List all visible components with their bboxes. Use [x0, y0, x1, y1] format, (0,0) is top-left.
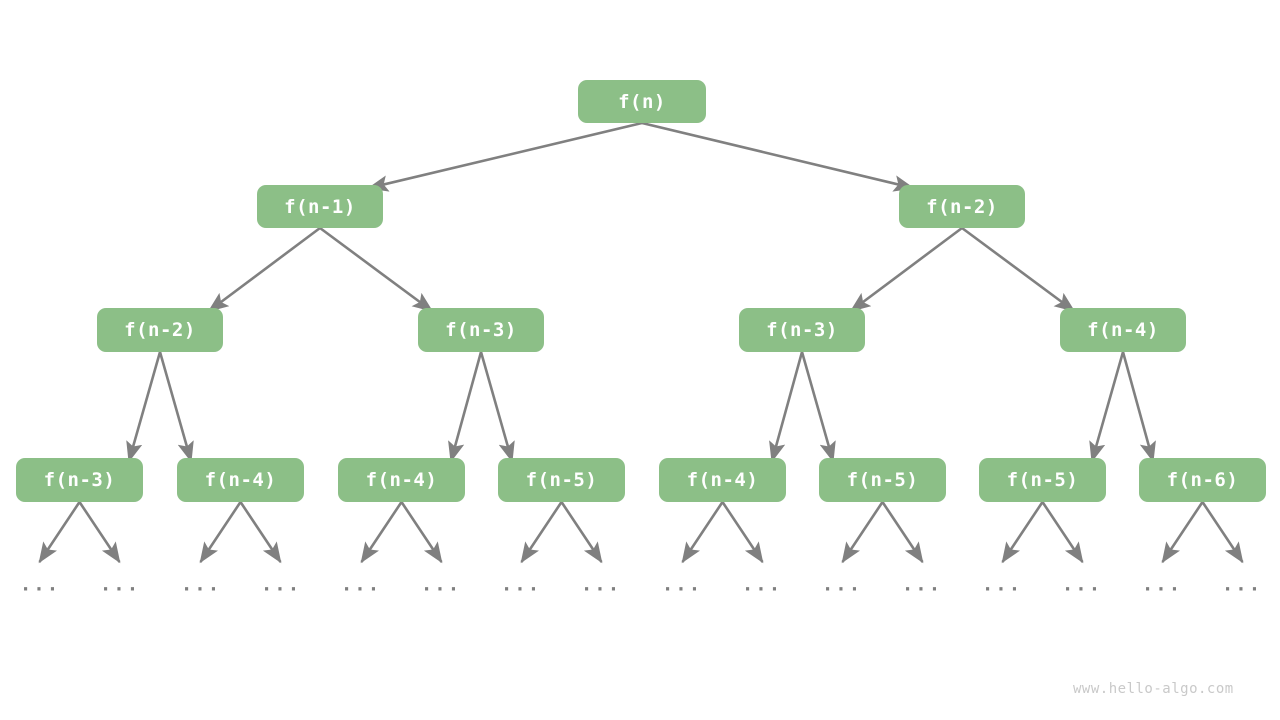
- ellipsis-marker: ...: [180, 573, 222, 596]
- tree-edge: [769, 351, 804, 463]
- tree-node: f(n-5): [498, 458, 625, 502]
- ellipsis-marker: ...: [340, 573, 382, 596]
- tree-edge: [1089, 351, 1125, 463]
- ellipsis-marker: ...: [821, 573, 863, 596]
- ellipsis-marker: ...: [661, 573, 703, 596]
- tree-stub-edge: [38, 501, 81, 564]
- tree-node: f(n-5): [979, 458, 1106, 502]
- tree-node: f(n): [578, 80, 706, 123]
- tree-stub-edge: [239, 501, 282, 564]
- ellipsis-marker: ...: [1061, 573, 1103, 596]
- tree-node: f(n-4): [177, 458, 304, 502]
- tree-stub-edge: [1201, 501, 1244, 564]
- tree-edge: [849, 226, 963, 313]
- watermark: www.hello-algo.com: [1073, 681, 1234, 697]
- ellipsis-marker: ...: [420, 573, 462, 596]
- tree-stub-edge: [520, 501, 563, 564]
- tree-node: f(n-2): [97, 308, 223, 352]
- tree-stub-edge: [1041, 501, 1084, 564]
- tree-stub-edge: [78, 501, 121, 564]
- tree-stub-edge: [841, 501, 884, 564]
- ellipsis-marker: ...: [580, 573, 622, 596]
- ellipsis-marker: ...: [981, 573, 1023, 596]
- tree-stub-edge: [721, 501, 764, 564]
- tree-stub-edge: [560, 501, 603, 564]
- tree-edge: [126, 351, 162, 463]
- tree-stub-edges: [38, 501, 1244, 564]
- tree-edge: [961, 226, 1076, 313]
- tree-edge: [800, 351, 836, 463]
- ellipsis-marker: ...: [500, 573, 542, 596]
- tree-node: f(n-3): [16, 458, 143, 502]
- ellipsis-marker: ...: [1221, 573, 1263, 596]
- tree-node: f(n-6): [1139, 458, 1266, 502]
- tree-node: f(n-5): [819, 458, 946, 502]
- tree-stub-edge: [199, 501, 242, 564]
- tree-node: f(n-4): [338, 458, 465, 502]
- ellipsis-marker: ...: [19, 573, 61, 596]
- ellipsis-marker: ...: [1141, 573, 1183, 596]
- tree-stub-edge: [400, 501, 443, 564]
- tree-edge: [367, 121, 643, 192]
- tree-node: f(n-3): [418, 308, 544, 352]
- tree-stub-edge: [360, 501, 403, 564]
- tree-stub-edge: [1161, 501, 1204, 564]
- tree-edge: [448, 351, 483, 463]
- ellipsis-marker: ...: [260, 573, 302, 596]
- tree-edge: [1121, 351, 1156, 463]
- tree-node: f(n-4): [1060, 308, 1186, 352]
- tree-node: f(n-3): [739, 308, 865, 352]
- tree-edge: [158, 351, 194, 463]
- tree-edge: [479, 351, 515, 463]
- tree-stub-edge: [1001, 501, 1044, 564]
- tree-edge: [207, 226, 321, 313]
- tree-node: f(n-2): [899, 185, 1025, 228]
- tree-stub-edge: [681, 501, 724, 564]
- ellipsis-marker: ...: [901, 573, 943, 596]
- ellipsis-marker: ...: [99, 573, 141, 596]
- tree-edge: [319, 226, 434, 313]
- tree-edges: [126, 121, 1156, 463]
- tree-stub-edge: [881, 501, 924, 564]
- tree-edge: [641, 121, 915, 192]
- ellipsis-marker: ...: [741, 573, 783, 596]
- tree-node: f(n-1): [257, 185, 383, 228]
- tree-node: f(n-4): [659, 458, 786, 502]
